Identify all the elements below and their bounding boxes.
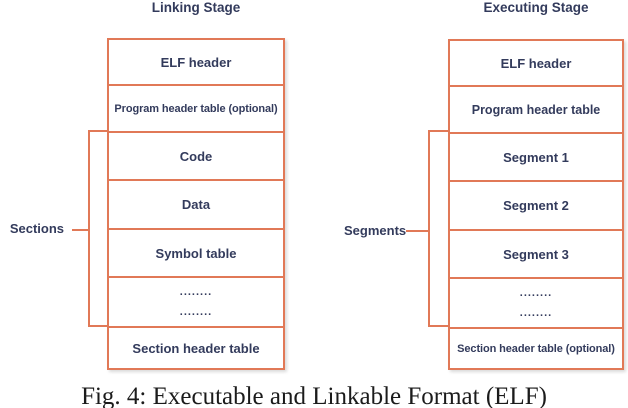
row-program-header-table: Program header table (optional) [109,84,283,131]
row-ellipsis: ........ ........ [109,276,283,326]
linking-stage-box: ELF header Program header table (optiona… [107,38,285,370]
row-label: Program header table (optional) [114,102,278,115]
row-ellipsis: ........ ........ [450,277,622,327]
segments-bracket-top-stub [428,130,448,132]
row-label: Segment 3 [503,246,569,262]
row-program-header-table: Program header table [450,85,622,132]
ellipsis-line: ........ [179,285,213,298]
ellipsis-line: ........ [519,306,553,319]
row-label: Program header table [471,102,601,117]
executing-stage-box: ELF header Program header table Segment … [448,39,624,370]
row-data: Data [109,179,283,228]
linking-stage-title: Linking Stage [151,0,241,15]
sections-bracket-top-stub [88,130,107,132]
row-label: ELF header [500,55,572,71]
sections-bracket-bottom-stub [88,325,107,327]
ellipsis-line: ........ [519,286,553,299]
row-segment-3: Segment 3 [450,229,622,277]
row-code: Code [109,131,283,179]
sections-label-connector [72,229,88,231]
row-section-header-table: Section header table (optional) [450,327,622,368]
executing-stage-title: Executing Stage [483,0,589,15]
row-label: Data [181,197,211,212]
segments-label: Segments [344,223,407,238]
row-label: Segment 1 [503,149,569,165]
row-label: Section header table (optional) [457,342,615,355]
sections-bracket-line [88,130,90,327]
segments-bracket-line [428,130,430,327]
row-elf-header: ELF header [450,41,622,85]
sections-label: Sections [9,221,64,236]
row-label: ELF header [160,54,232,70]
row-section-header-table: Section header table [109,326,283,368]
row-symbol-table: Symbol table [109,228,283,276]
row-label: Symbol table [155,245,237,261]
row-elf-header: ELF header [109,40,283,84]
row-label: Code [179,148,213,164]
row-segment-2: Segment 2 [450,180,622,229]
segments-label-connector [406,230,428,232]
row-segment-1: Segment 1 [450,132,622,180]
row-label: Section header table [132,340,260,356]
row-label: Segment 2 [503,198,569,213]
ellipsis-line: ........ [179,305,213,318]
figure-caption: Fig. 4: Executable and Linkable Format (… [81,383,547,408]
segments-bracket-bottom-stub [428,325,448,327]
